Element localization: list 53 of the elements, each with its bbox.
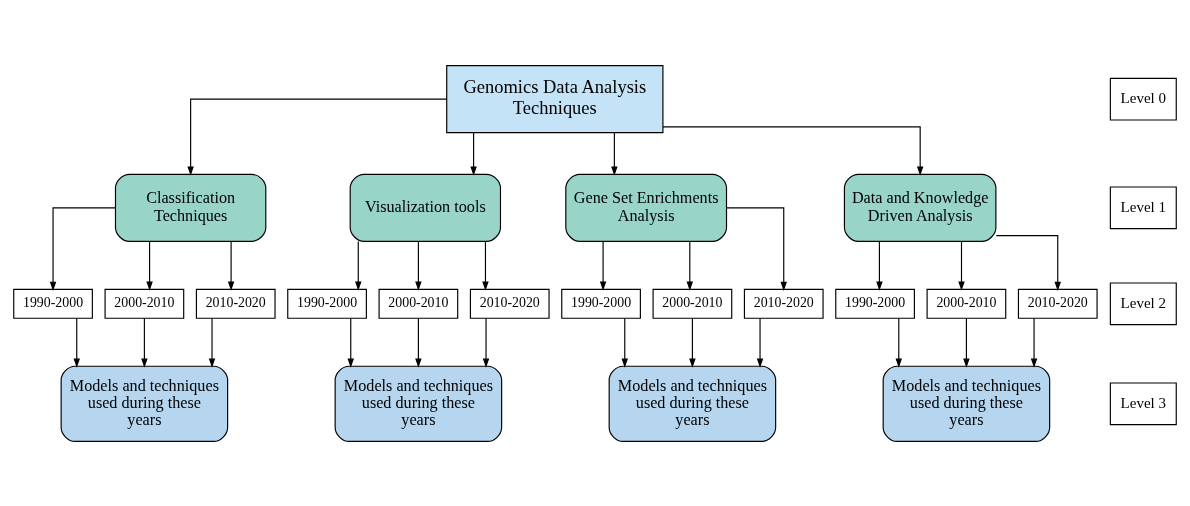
arrow [963,317,970,368]
arrow [689,317,696,368]
node-box: Level 1 [1109,185,1177,229]
node-box: 2000-2010 [104,288,185,319]
arrow [958,240,965,291]
arrow [1030,317,1038,368]
arrow [146,240,153,291]
node-box: Models and techniques used during these years [608,365,777,442]
node-box: 1990-2000 [13,288,93,319]
node-box: Models and techniques used during these years [882,365,1051,442]
node-box: 1990-2000 [835,288,915,319]
arrow [621,317,628,368]
arrow [726,206,787,291]
arrow [756,317,764,368]
node-box: Level 2 [1109,281,1177,325]
node-box: Classification Techniques [114,173,267,242]
node-box: 1990-2000 [561,288,641,319]
node-box: 2000-2010 [652,288,733,319]
arrow [355,240,362,291]
arrow [662,125,924,176]
arrow [599,240,607,291]
node-box: 2010-2020 [195,288,276,319]
node-box: 2010-2020 [1017,288,1098,319]
arrow [141,317,148,368]
arrow [227,240,235,291]
node-box: Gene Set Enrichments Analysis [565,173,728,242]
node-box: 2000-2010 [378,288,459,319]
arrow [49,206,116,291]
arrow [73,317,80,368]
node-box: Visualization tools [349,173,502,242]
arrow [187,98,448,176]
arrow [995,234,1061,291]
arrow [482,240,489,291]
arrow [470,131,477,176]
arrow [415,240,422,291]
node-box: Models and techniques used during these years [60,365,229,442]
node-box: Genomics Data Analysis Techniques [446,64,664,133]
node-box: Level 0 [1109,77,1177,121]
arrow [611,131,618,176]
arrow [895,317,903,368]
node-box: 2010-2020 [743,288,824,319]
arrow [347,317,354,368]
node-box: 2000-2010 [926,288,1007,319]
node-box: 1990-2000 [287,288,367,319]
arrow [415,317,422,368]
node-box: Models and techniques used during these years [334,365,503,442]
node-box: Level 3 [1109,381,1177,425]
arrow [208,317,216,368]
arrow [876,240,883,291]
node-box: Data and Knowledge Driven Analysis [843,173,997,242]
node-box: 2010-2020 [469,288,550,319]
arrow [686,240,694,291]
arrow [482,317,490,368]
